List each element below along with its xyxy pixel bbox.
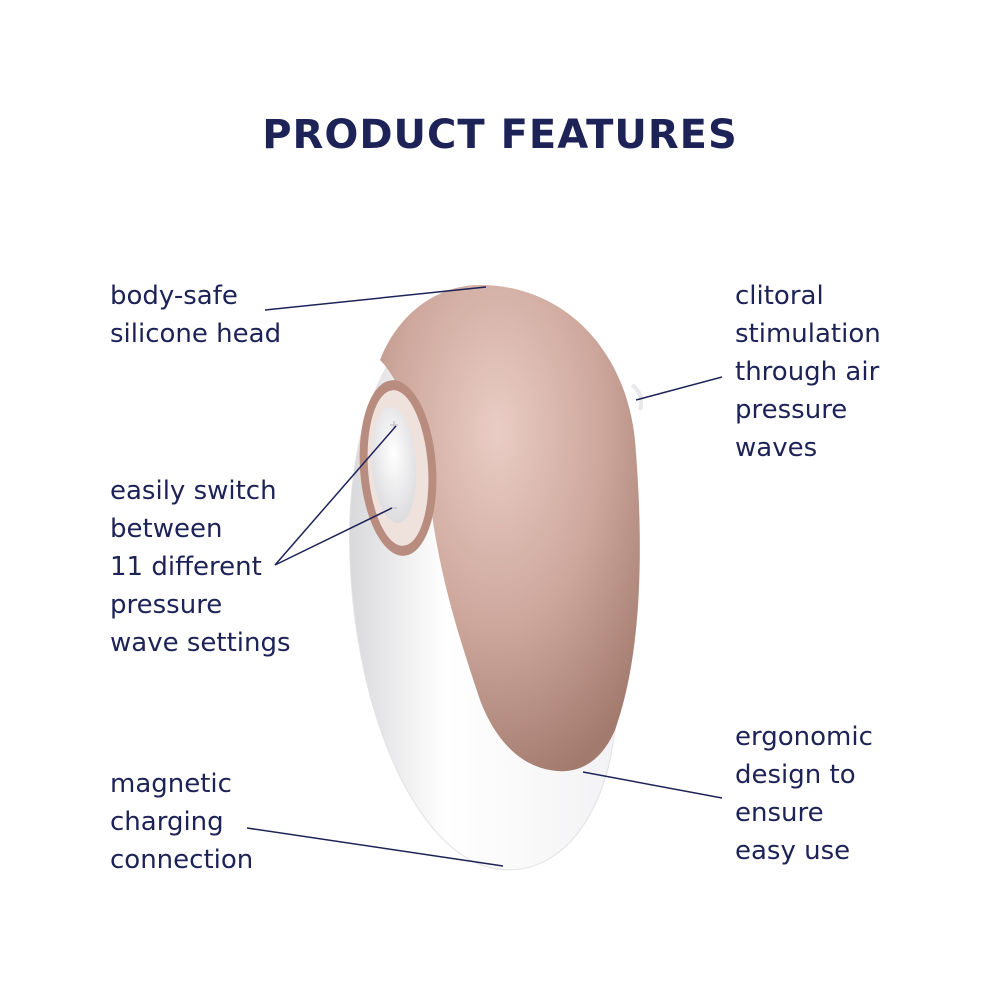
feature-text-line: charging bbox=[110, 807, 224, 837]
page-title: PRODUCT FEATURES bbox=[262, 112, 738, 158]
feature-text-line: wave settings bbox=[110, 628, 291, 658]
control-button bbox=[371, 407, 417, 523]
feature-head: body-safe silicone head bbox=[110, 277, 281, 353]
feature-text-line: through air bbox=[735, 357, 880, 387]
feature-text-line: pressure bbox=[110, 590, 223, 620]
device-rose-gold-shell bbox=[380, 285, 640, 772]
callout-line-charging bbox=[246, 827, 504, 867]
feature-text-line: clitoral bbox=[735, 281, 824, 311]
feature-stimulation: clitoral stimulation through air pressur… bbox=[735, 277, 881, 467]
feature-text-line: waves bbox=[735, 433, 818, 463]
feature-text-line: pressure bbox=[735, 395, 848, 425]
callout-line-ergonomic bbox=[582, 771, 723, 799]
feature-text-line: ergonomic bbox=[735, 722, 873, 752]
feature-text-line: design to bbox=[735, 760, 856, 790]
feature-text-line: connection bbox=[110, 845, 254, 875]
feature-text-line: magnetic bbox=[110, 769, 232, 799]
feature-text-line: silicone head bbox=[110, 319, 282, 349]
air-nozzle bbox=[630, 383, 644, 411]
callout-line-settings-lower bbox=[274, 507, 393, 566]
feature-text-line: stimulation bbox=[735, 319, 881, 349]
feature-text-line: easily switch bbox=[110, 476, 277, 506]
feature-text-line: body-safe bbox=[110, 281, 238, 311]
feature-text-line: easy use bbox=[735, 836, 851, 866]
feature-text-line: ensure bbox=[735, 798, 824, 828]
callout-line-settings-upper bbox=[274, 425, 397, 566]
feature-text-line: between bbox=[110, 514, 223, 544]
feature-charging: magnetic charging connection bbox=[110, 765, 253, 879]
feature-settings: easily switch between 11 different press… bbox=[110, 472, 291, 662]
callout-line-stimulation bbox=[635, 376, 723, 401]
feature-text-line: 11 different bbox=[110, 552, 262, 582]
feature-ergonomic: ergonomic design to ensure easy use bbox=[735, 718, 873, 870]
callout-line-head bbox=[264, 286, 487, 311]
